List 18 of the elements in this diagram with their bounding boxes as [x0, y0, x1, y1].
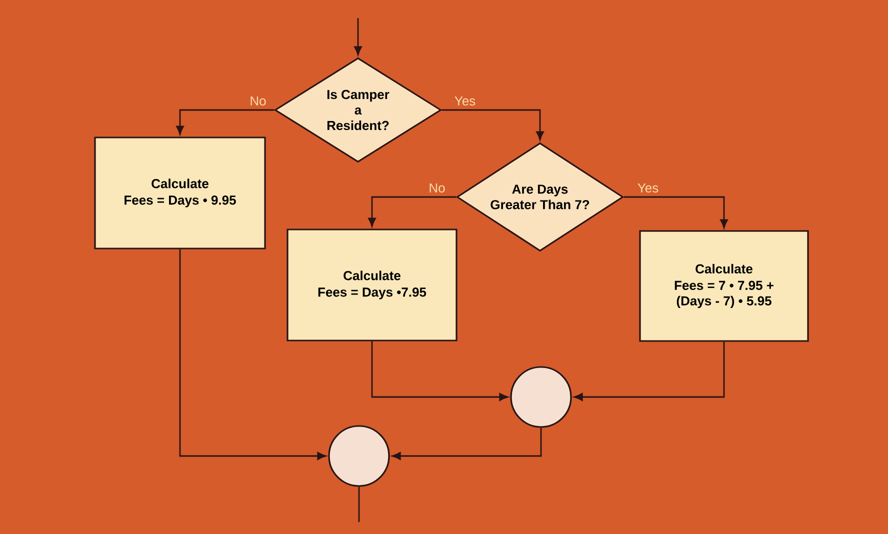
- edge-label: Yes: [638, 183, 658, 193]
- connector-circle: [328, 425, 390, 487]
- arrow: [368, 196, 456, 227]
- arrow: [354, 18, 362, 56]
- arrow: [624, 196, 728, 228]
- arrow: [176, 109, 274, 135]
- process-box: Calculate Fees = 7 • 7.95 + (Days - 7) • 5.95: [639, 230, 809, 342]
- arrow: [371, 341, 508, 401]
- arrow: [442, 109, 544, 140]
- arrow: [392, 428, 542, 460]
- process-box: Calculate Fees = Days •7.95: [286, 228, 458, 342]
- arrow: [574, 342, 725, 401]
- edge-label: No: [430, 183, 445, 193]
- edge-label: No: [250, 96, 266, 106]
- edge-label: Yes: [454, 96, 476, 106]
- process-box: Calculate Fees = Days • 9.95: [94, 136, 266, 250]
- connector-circle: [510, 366, 572, 428]
- arrow: [179, 249, 326, 460]
